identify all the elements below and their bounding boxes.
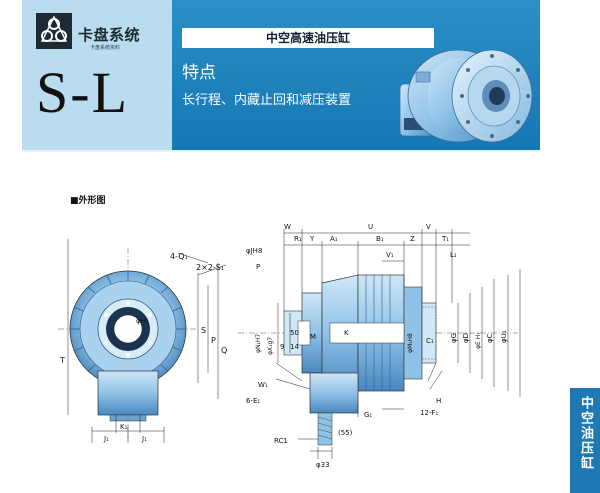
product-title: 中空高速油压缸 [182, 28, 434, 48]
outline-drawing: 4-Q₁ 2×2-S₁ φH₁ T S P Q K₁ J₁ J₁ [58, 223, 521, 469]
dim-rc-label: RC1 [274, 437, 288, 445]
dim-q-dim-label: Q [221, 346, 227, 355]
dim-z-label: Z [410, 235, 415, 243]
features-text: 长行程、内藏止回和减压装置 [182, 93, 352, 108]
dim-phi-n-label: φN₁H7 [255, 334, 262, 353]
dim-j1-left-label: J₁ [103, 435, 109, 443]
dim-phi-x-label: φX₁g7 [267, 337, 274, 355]
dim-phi-c-label: φC [486, 333, 494, 343]
dim-w-label: W [284, 223, 291, 231]
dim-s-label: 2×2-S₁ [196, 263, 224, 272]
dim-55-label: (55) [338, 429, 353, 437]
dim-k1-label: K₁ [120, 423, 128, 431]
dim-c1-label: C₁ [426, 337, 434, 345]
dim-u-label: U [368, 223, 373, 231]
dim-phi-h1-label: φH₁ [136, 317, 149, 325]
front-view [58, 239, 227, 443]
features-heading: 特点 [182, 63, 216, 83]
dim-14-label: 14 [290, 343, 299, 351]
dim-r1-label: R₁ [294, 235, 302, 243]
product-photo [399, 49, 533, 143]
dim-q-label: 4-Q₁ [170, 252, 188, 261]
dim-y-label: Y [309, 235, 315, 243]
dim-phi-d-label: φD [462, 333, 470, 343]
dim-phi-g-label: φG [450, 333, 458, 343]
side-tab-label: 中空油压缸 [578, 396, 593, 471]
dim-f1-label: 12-F₁ [420, 409, 438, 417]
dim-p-side-label: P [256, 263, 260, 271]
brand-logo-icon [36, 13, 72, 49]
dim-w1-label: W₁ [258, 381, 268, 389]
brand-name: 卡盘系统 [78, 26, 141, 44]
dim-m-label: M [310, 333, 316, 341]
dim-phi-e-label: φE H₇ [475, 332, 482, 349]
dim-v-label: V [426, 223, 431, 231]
section-heading: ■外形图 [70, 196, 106, 206]
header-divider [22, 150, 540, 152]
dim-phi-u-label: φU₁ [500, 330, 508, 343]
dim-9-label: 9 [280, 343, 284, 351]
series-code: S-L [36, 60, 129, 125]
dim-b1-label: B₁ [376, 235, 384, 243]
dim-e1-label: 6-E₁ [246, 397, 260, 405]
dim-phi-m-label: φM₁H8 [407, 333, 414, 353]
dim-phi-j-label: φJH8 [246, 247, 262, 255]
dim-k-label: K [344, 329, 349, 337]
dim-j1-right-label: J₁ [141, 435, 147, 443]
dim-g1-label: G₁ [364, 411, 372, 419]
dim-t-label: T [59, 356, 65, 365]
dim-phi33-label: φ33 [316, 461, 330, 469]
dim-50-label: 50 [290, 329, 299, 337]
dim-l1-label: L₁ [450, 251, 457, 259]
dim-p-label: P [211, 336, 216, 345]
side-view [238, 229, 521, 459]
dim-s-dim-label: S [201, 326, 206, 335]
dim-a1-label: A₁ [330, 235, 338, 243]
dim-v1-label: V₁ [386, 251, 394, 259]
dim-t1-label: T₁ [441, 235, 449, 243]
brand-sub-label: 卡盘系统资料 [90, 45, 121, 51]
side-tab[interactable]: 中空油压缸 [570, 388, 600, 493]
dim-h-label: H [436, 397, 441, 405]
